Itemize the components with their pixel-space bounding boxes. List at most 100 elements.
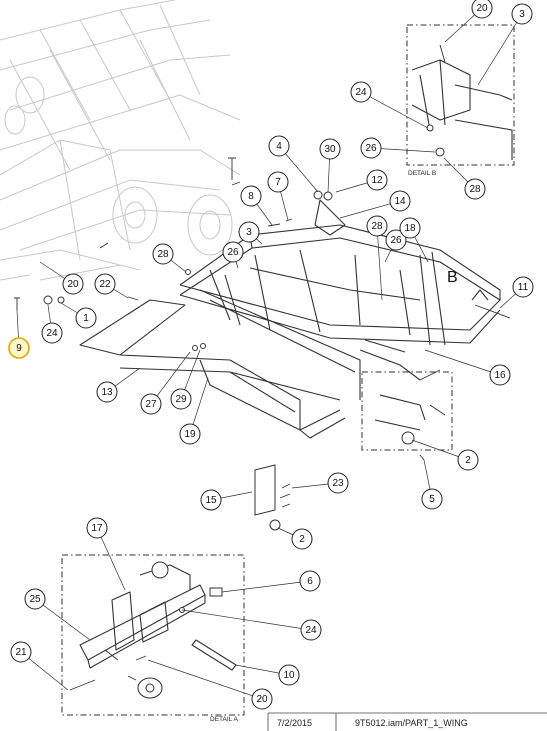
detail-b: DETAIL B [406, 24, 515, 177]
callout-circle [268, 135, 290, 157]
callout-circle [75, 307, 97, 329]
callout-19[interactable]: 19 [179, 423, 201, 445]
callout-circle [179, 423, 201, 445]
callout-28[interactable]: 28 [152, 243, 174, 265]
callout-number: 19 [184, 429, 196, 440]
callout-7[interactable]: 7 [267, 171, 289, 193]
callout-number: 28 [157, 249, 169, 260]
callout-17[interactable]: 17 [86, 517, 108, 539]
callout-circle [170, 388, 192, 410]
callout-22[interactable]: 22 [94, 273, 116, 295]
callout-circle [300, 619, 322, 641]
callout-circle [62, 273, 84, 295]
callout-circle [366, 215, 388, 237]
callout-28[interactable]: 28 [366, 215, 388, 237]
callout-16[interactable]: 16 [489, 364, 511, 386]
callout-12[interactable]: 12 [366, 169, 388, 191]
title-block-file: 9T5012.iam/PART_1_WING [355, 718, 468, 728]
callout-20[interactable]: 20 [471, 0, 493, 19]
ghosted-main-frame [0, 0, 241, 281]
callout-2[interactable]: 2 [457, 449, 479, 471]
callout-11[interactable]: 11 [512, 276, 534, 298]
callout-23[interactable]: 23 [327, 472, 349, 494]
hardware [14, 157, 425, 508]
title-block-date: 7/2/2015 [277, 718, 312, 728]
callout-circle [512, 276, 534, 298]
callout-8[interactable]: 8 [240, 185, 262, 207]
callout-circle [238, 221, 260, 243]
callout-number: 10 [283, 670, 295, 681]
callout-number: 12 [371, 175, 383, 186]
callout-circle [222, 241, 244, 263]
callout-circle [399, 217, 421, 239]
callout-13[interactable]: 13 [96, 381, 118, 403]
callout-number: 24 [355, 87, 367, 98]
callout-number: 16 [494, 370, 506, 381]
leader-line [34, 598, 91, 641]
callout-9[interactable]: 9 [8, 337, 30, 359]
callout-20[interactable]: 20 [62, 273, 84, 295]
wing-frame [79, 199, 511, 531]
callout-30[interactable]: 30 [319, 138, 341, 160]
callout-4[interactable]: 4 [268, 135, 290, 157]
callout-18[interactable]: 18 [399, 217, 421, 239]
detail-b-box [406, 24, 515, 166]
callout-24[interactable]: 24 [41, 322, 63, 344]
callout-26[interactable]: 26 [360, 137, 382, 159]
leader-line [147, 659, 263, 700]
callout-number: 30 [324, 144, 336, 155]
detail-a-label: DETAIL A [210, 716, 238, 723]
callout-circle [10, 641, 32, 663]
callout-number: 9 [16, 343, 22, 354]
callout-number: 7 [275, 177, 281, 188]
leader-line [96, 527, 126, 591]
callout-circle [278, 664, 300, 686]
hub-detail-box [361, 371, 453, 451]
callout-circle [421, 488, 443, 510]
callout-number: 29 [175, 394, 187, 405]
callout-number: 3 [519, 9, 525, 20]
title-block: 7/2/2015 9T5012.iam/PART_1_WING [267, 712, 547, 731]
callout-21[interactable]: 21 [10, 641, 32, 663]
callout-circle [251, 688, 273, 710]
callout-number: 3 [246, 227, 252, 238]
callout-1[interactable]: 1 [75, 307, 97, 329]
callout-circle [8, 337, 30, 359]
callout-circle [291, 528, 313, 550]
callout-number: 2 [299, 534, 305, 545]
callout-26[interactable]: 26 [385, 229, 407, 251]
callout-5[interactable]: 5 [421, 488, 443, 510]
callout-circle [471, 0, 493, 19]
callout-27[interactable]: 27 [140, 393, 162, 415]
callout-20[interactable]: 20 [251, 688, 273, 710]
callout-circle [24, 588, 46, 610]
callout-number: 4 [276, 141, 282, 152]
callout-24[interactable]: 24 [300, 619, 322, 641]
callout-6[interactable]: 6 [299, 570, 321, 592]
callout-3[interactable]: 3 [238, 221, 260, 243]
callout-number: 26 [390, 235, 402, 246]
callout-circle [385, 229, 407, 251]
callout-number: 1 [83, 313, 89, 324]
callout-number: 28 [371, 221, 383, 232]
callout-26[interactable]: 26 [222, 241, 244, 263]
callout-number: 22 [99, 279, 111, 290]
callout-25[interactable]: 25 [24, 588, 46, 610]
callout-circle [366, 169, 388, 191]
callout-10[interactable]: 10 [278, 664, 300, 686]
callout-circle [86, 517, 108, 539]
callout-3[interactable]: 3 [511, 3, 533, 25]
detail-hub [361, 371, 453, 451]
callout-circle [299, 570, 321, 592]
callout-15[interactable]: 15 [200, 489, 222, 511]
callout-14[interactable]: 14 [389, 190, 411, 212]
callout-number: 15 [205, 495, 217, 506]
callout-circle [140, 393, 162, 415]
callout-circle [360, 137, 382, 159]
callout-2[interactable]: 2 [291, 528, 313, 550]
callout-24[interactable]: 24 [350, 81, 372, 103]
callout-28[interactable]: 28 [464, 178, 486, 200]
callout-number: 20 [256, 694, 268, 705]
callout-29[interactable]: 29 [170, 388, 192, 410]
